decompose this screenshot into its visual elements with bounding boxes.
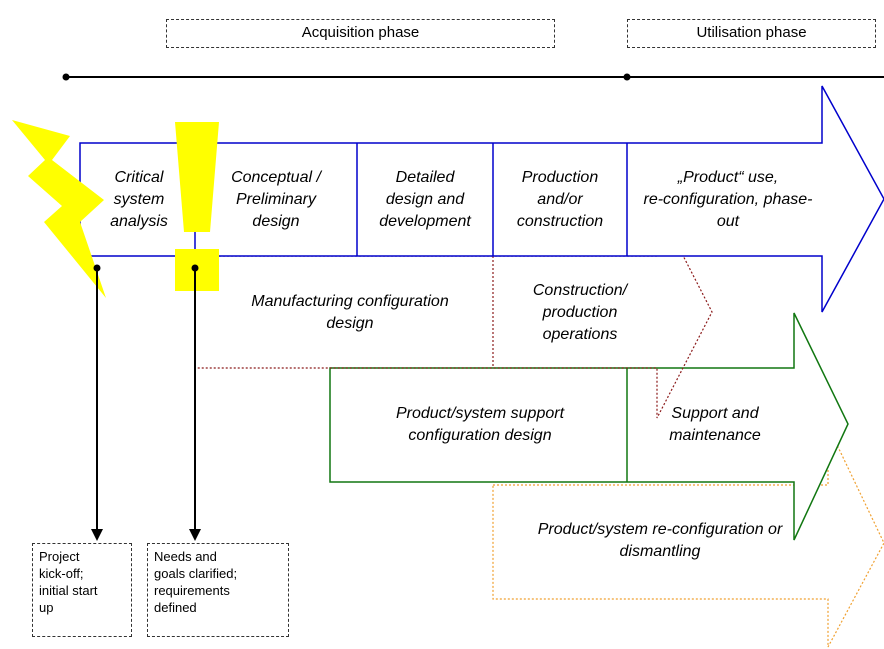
step-line: Conceptual / — [231, 168, 321, 186]
step-product-use: „Product“ use, re-configuration, phase- … — [628, 143, 828, 256]
note-line: Project — [39, 549, 80, 564]
milestone-needs-box: Needs and goals clarified; requirements … — [147, 543, 289, 637]
note-line: initial start — [39, 583, 98, 598]
step-line: Product/system support — [395, 405, 565, 422]
timeline-phase-dot — [623, 73, 631, 81]
manufacturing-arrow — [194, 204, 713, 419]
step-line: maintenance — [669, 427, 761, 444]
reconfig-arrow — [492, 425, 884, 648]
note-line: up — [39, 600, 54, 615]
kickoff-arrowhead — [91, 529, 103, 541]
needs-dot — [191, 264, 199, 272]
step-line: Manufacturing configuration — [251, 293, 449, 310]
step-line: Preliminary — [235, 190, 316, 208]
milestone-kickoff-box: Project kick-off; initial start up — [32, 543, 132, 637]
support-config-design: Product/system support configuration des… — [340, 390, 620, 460]
step-line: Production — [521, 168, 599, 186]
step-line: analysis — [110, 212, 168, 230]
step-line: out — [716, 212, 740, 230]
step-line: design — [252, 212, 300, 230]
acquisition-phase-label: Acquisition phase — [166, 19, 555, 48]
note-line: kick-off; — [39, 566, 84, 581]
step-line: Critical — [114, 168, 164, 186]
step-critical-system-analysis: Critical system analysis — [84, 143, 194, 256]
construction-production-operations: Construction/ production operations — [500, 270, 660, 356]
step-line: development — [379, 212, 471, 230]
timeline-start-dot — [62, 73, 70, 81]
needs-arrowhead — [189, 529, 201, 541]
step-line: construction — [516, 212, 604, 230]
step-line: re-configuration, phase- — [643, 190, 813, 208]
step-line: Construction/ — [532, 282, 628, 299]
step-detailed-design: Detailed design and development — [358, 143, 492, 256]
note-line: Needs and — [154, 549, 217, 564]
note-line: defined — [154, 600, 197, 615]
lightning-bolt-icon — [12, 120, 106, 298]
step-production: Production and/or construction — [494, 143, 626, 256]
utilisation-phase-label: Utilisation phase — [627, 19, 876, 48]
step-line: configuration design — [408, 427, 552, 444]
kickoff-dot — [93, 264, 101, 272]
step-line: production — [542, 304, 618, 321]
support-arrow — [329, 312, 849, 541]
step-line: operations — [542, 326, 618, 343]
step-line: design and — [385, 190, 465, 208]
note-line: requirements — [154, 583, 230, 598]
step-line: design — [326, 315, 374, 332]
support-and-maintenance: Support and maintenance — [640, 390, 790, 460]
step-line: dismantling — [619, 543, 701, 560]
note-line: goals clarified; — [154, 566, 238, 581]
step-line: Product/system re-configuration or — [537, 521, 783, 538]
reconfiguration-dismantling: Product/system re-configuration or disma… — [500, 506, 820, 576]
step-line: Support and — [671, 405, 759, 422]
manufacturing-config-design: Manufacturing configuration design — [210, 278, 490, 348]
exclamation-mark-icon — [175, 122, 219, 232]
step-conceptual-design: Conceptual / Preliminary design — [196, 143, 356, 256]
step-line: and/or — [537, 190, 583, 208]
step-line: system — [113, 190, 165, 208]
step-line: „Product“ use, — [677, 168, 779, 186]
step-line: Detailed — [395, 168, 455, 186]
